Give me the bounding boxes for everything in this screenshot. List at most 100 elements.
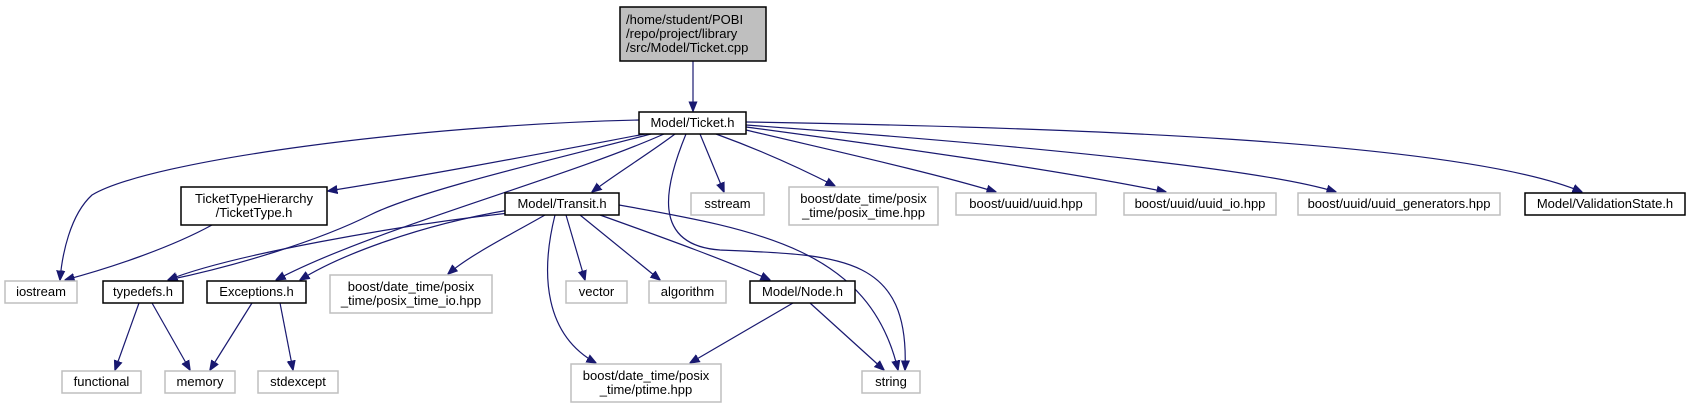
node-ticket-h[interactable]: Model/Ticket.h <box>638 111 747 135</box>
node-label: boost/uuid/uuid_generators.hpp <box>1308 196 1491 211</box>
node-box <box>1297 192 1501 216</box>
node-vector: vector <box>565 280 628 304</box>
edge-exceptions-h-to-stdexcept <box>279 302 293 370</box>
edge-ticket-h-to-uuid-io-hpp <box>745 126 1166 192</box>
node-box <box>4 280 78 304</box>
edge-transit-h-to-string <box>618 204 898 370</box>
node-label: _time/posix_time_io.hpp <box>340 293 481 308</box>
edge-ticket-h-to-iostream <box>60 119 640 280</box>
node-uuid-hpp: boost/uuid/uuid.hpp <box>955 192 1097 216</box>
node-label: algorithm <box>661 284 714 299</box>
node-box <box>164 370 236 394</box>
edge-transit-h-to-exceptions-h <box>300 209 510 280</box>
edge-ticket-h-to-uuid-hpp <box>745 129 996 192</box>
node-label: memory <box>177 374 224 389</box>
node-label: Model/Ticket.h <box>650 115 734 130</box>
node-box <box>102 280 184 304</box>
node-typedefs-h[interactable]: typedefs.h <box>102 280 184 304</box>
node-node-h[interactable]: Model/Node.h <box>749 280 856 304</box>
nodes-layer: /home/student/POBI/repo/project/library/… <box>4 6 1686 403</box>
edge-exceptions-h-to-memory <box>210 302 253 370</box>
edge-transit-h-to-algorithm <box>579 214 660 280</box>
node-label: functional <box>74 374 130 389</box>
node-box <box>180 186 328 226</box>
edge-ticket-h-to-typedefs-h <box>168 133 652 280</box>
node-box <box>955 192 1097 216</box>
node-box <box>648 280 727 304</box>
edge-transit-h-to-posix-time-io-hpp <box>448 214 546 274</box>
edge-ticket-h-to-uuid-generators-hpp <box>745 124 1336 192</box>
node-box <box>329 274 493 314</box>
node-tickettype-h[interactable]: TicketTypeHierarchy/TicketType.h <box>180 186 328 226</box>
node-label: boost/date_time/posix <box>800 191 927 206</box>
node-iostream: iostream <box>4 280 78 304</box>
node-string: string <box>861 370 921 394</box>
edge-transit-h-to-vector <box>565 214 585 280</box>
edge-ticket-h-to-validationstate-h <box>745 121 1582 192</box>
node-label: TicketTypeHierarchy <box>195 191 313 206</box>
node-label: Model/Transit.h <box>517 196 606 211</box>
node-label: _time/ptime.hpp <box>599 382 693 397</box>
node-label: sstream <box>704 196 750 211</box>
node-label: Model/ValidationState.h <box>1537 196 1673 211</box>
node-functional: functional <box>61 370 142 394</box>
node-label: boost/uuid/uuid.hpp <box>969 196 1082 211</box>
node-validationstate-h[interactable]: Model/ValidationState.h <box>1524 192 1686 216</box>
node-exceptions-h[interactable]: Exceptions.h <box>206 280 307 304</box>
node-label: boost/date_time/posix <box>583 368 710 383</box>
edge-ticket-h-to-string <box>667 133 905 370</box>
node-label: /repo/project/library <box>626 26 738 41</box>
node-posix-time-hpp: boost/date_time/posix_time/posix_time.hp… <box>788 186 939 226</box>
node-uuid-generators-hpp: boost/uuid/uuid_generators.hpp <box>1297 192 1501 216</box>
node-uuid-io-hpp: boost/uuid/uuid_io.hpp <box>1123 192 1277 216</box>
node-label: stdexcept <box>270 374 326 389</box>
edge-ticket-h-to-transit-h <box>592 133 676 192</box>
node-label: typedefs.h <box>113 284 173 299</box>
node-label: _time/posix_time.hpp <box>801 205 925 220</box>
node-memory: memory <box>164 370 236 394</box>
edge-tickettype-h-to-iostream <box>65 224 213 280</box>
edge-ticket-h-to-exceptions-h <box>276 133 665 280</box>
node-ptime-hpp: boost/date_time/posix_time/ptime.hpp <box>570 363 722 403</box>
node-box <box>788 186 939 226</box>
node-box <box>61 370 142 394</box>
node-box <box>690 192 765 216</box>
node-label: iostream <box>16 284 66 299</box>
node-label: /TicketType.h <box>216 205 293 220</box>
node-label: string <box>875 374 907 389</box>
node-box <box>257 370 339 394</box>
edge-ticket-h-to-sstream <box>699 133 724 192</box>
node-sstream: sstream <box>690 192 765 216</box>
edge-ticket-h-to-tickettype-h <box>328 133 646 191</box>
edge-transit-h-to-ptime-hpp <box>547 214 596 363</box>
node-algorithm: algorithm <box>648 280 727 304</box>
edge-ticket-h-to-posix-time-hpp <box>715 133 835 186</box>
node-label: Exceptions.h <box>219 284 293 299</box>
node-box <box>504 192 620 216</box>
node-label: /home/student/POBI <box>626 12 743 27</box>
node-box <box>1524 192 1686 216</box>
node-box <box>619 6 767 62</box>
node-label: vector <box>579 284 615 299</box>
node-box <box>749 280 856 304</box>
edge-typedefs-h-to-memory <box>151 302 190 370</box>
node-label: /src/Model/Ticket.cpp <box>626 40 748 55</box>
node-posix-time-io-hpp: boost/date_time/posix_time/posix_time_io… <box>329 274 493 314</box>
edge-node-h-to-ptime-hpp <box>690 302 794 363</box>
node-box <box>1123 192 1277 216</box>
edge-typedefs-h-to-functional <box>115 302 140 370</box>
node-box <box>861 370 921 394</box>
edge-node-h-to-string <box>809 302 884 370</box>
node-box <box>638 111 747 135</box>
node-transit-h[interactable]: Model/Transit.h <box>504 192 620 216</box>
edge-transit-h-to-node-h <box>599 214 770 280</box>
node-box <box>206 280 307 304</box>
node-stdexcept: stdexcept <box>257 370 339 394</box>
node-ticket-cpp[interactable]: /home/student/POBI/repo/project/library/… <box>619 6 767 62</box>
edges-layer <box>60 61 1582 370</box>
node-label: Model/Node.h <box>762 284 843 299</box>
node-box <box>565 280 628 304</box>
node-box <box>570 363 722 403</box>
node-label: boost/date_time/posix <box>348 279 475 294</box>
